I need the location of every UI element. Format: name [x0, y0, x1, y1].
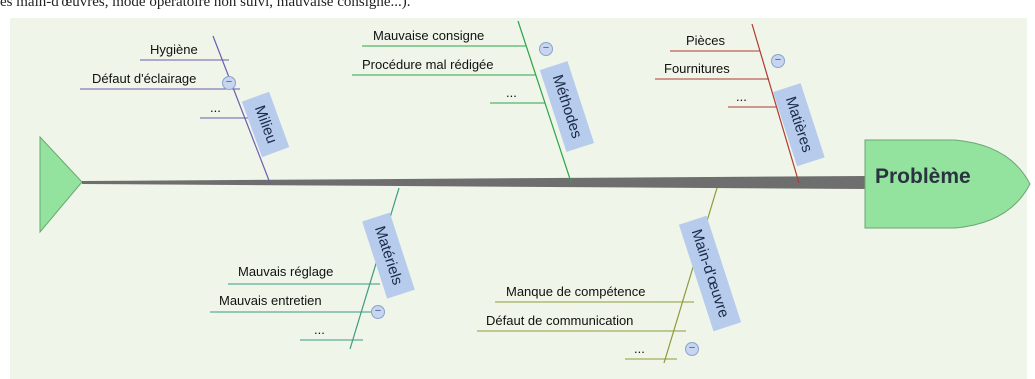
- collapse-icon-main-doeuvre[interactable]: −: [685, 342, 699, 356]
- head-shape: [864, 139, 1031, 229]
- cause-materiels-etc: ...: [314, 322, 325, 337]
- tail-shape: [39, 135, 83, 234]
- cause-mauvais-entretien: Mauvais entretien: [219, 293, 322, 308]
- diagram-canvas: [10, 18, 1027, 379]
- cause-hygiene: Hygiène: [150, 42, 198, 57]
- bone-main-doeuvre: [663, 187, 718, 364]
- spine: [82, 176, 865, 189]
- cause-milieu-etc: ...: [210, 100, 221, 115]
- collapse-icon-methodes[interactable]: −: [539, 42, 553, 56]
- caption-text: es main-d'œuvres, mode opératoire non su…: [0, 0, 411, 10]
- bone-materiels: [349, 187, 400, 350]
- cause-main-etc: ...: [634, 341, 645, 356]
- cause-pieces: Pièces: [686, 33, 726, 48]
- bone-methodes: [517, 20, 572, 183]
- cause-fournitures: Fournitures: [664, 61, 730, 76]
- cause-mauvais-reglage: Mauvais réglage: [238, 264, 334, 279]
- cause-methodes-etc: ...: [506, 85, 517, 100]
- problem-label[interactable]: Problème: [875, 165, 971, 188]
- cause-manque-competence: Manque de compétence: [506, 284, 646, 299]
- collapse-icon-matieres[interactable]: −: [771, 54, 785, 68]
- cause-defaut-communication: Défaut de communication: [486, 313, 634, 328]
- collapse-icon-milieu[interactable]: −: [222, 76, 236, 90]
- cause-eclairage: Défaut d'éclairage: [92, 71, 197, 86]
- collapse-icon-materiels[interactable]: −: [371, 305, 385, 319]
- cause-matieres-etc: ...: [736, 89, 747, 104]
- cause-procedure-mal-redigee: Procédure mal rédigée: [362, 57, 494, 72]
- cause-mauvaise-consigne: Mauvaise consigne: [373, 28, 485, 43]
